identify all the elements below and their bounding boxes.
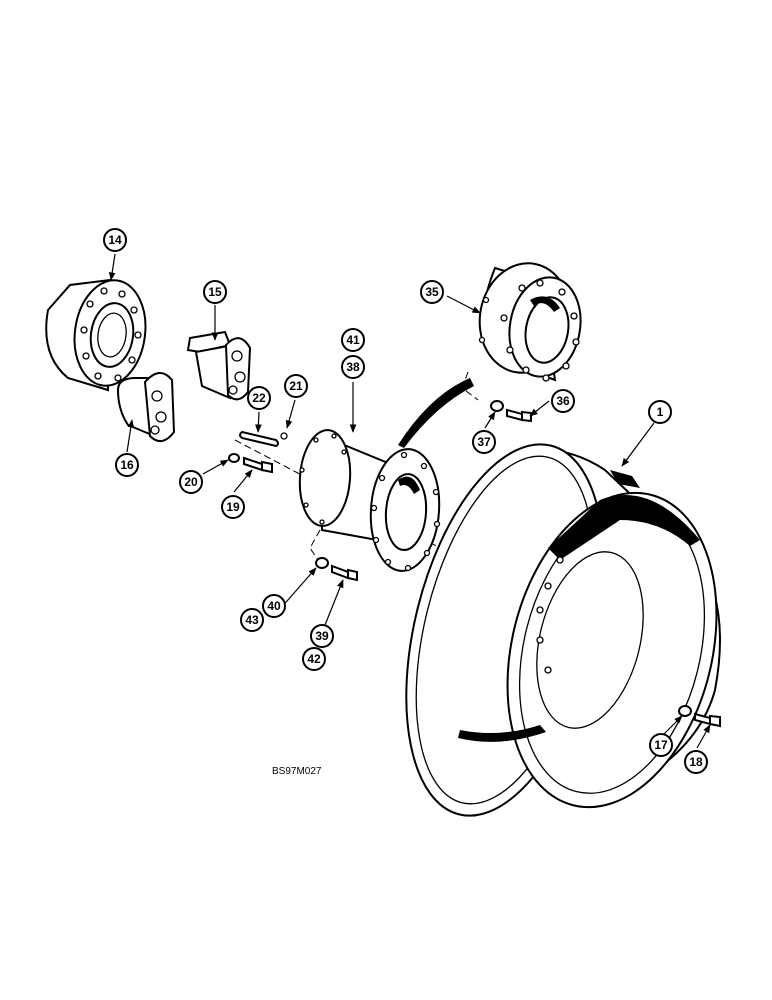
callout-20: 20 xyxy=(179,470,203,494)
svg-text:15: 15 xyxy=(208,285,222,299)
pin-part xyxy=(239,430,279,448)
leader-lines xyxy=(108,253,711,749)
svg-text:19: 19 xyxy=(226,500,240,514)
rim-bolt-holes xyxy=(536,556,564,674)
callout-22: 22 xyxy=(247,386,271,410)
bolt-18-part xyxy=(694,712,721,728)
callout-36: 36 xyxy=(551,389,575,413)
svg-text:38: 38 xyxy=(346,360,360,374)
callout-35: 35 xyxy=(420,280,444,304)
hub-bolt-holes xyxy=(80,287,142,382)
ring-bolt-holes xyxy=(478,279,580,382)
svg-text:43: 43 xyxy=(245,613,259,627)
bolt-19-part xyxy=(243,456,273,474)
callout-41: 41 xyxy=(341,328,365,352)
clip-part xyxy=(280,432,288,440)
svg-text:14: 14 xyxy=(108,233,122,247)
figure-code: BS97M027 xyxy=(272,766,322,777)
washer-20-part xyxy=(228,453,240,463)
callout-1: 1 xyxy=(648,400,672,424)
svg-text:37: 37 xyxy=(477,435,491,449)
svg-text:42: 42 xyxy=(307,652,321,666)
svg-text:36: 36 xyxy=(556,394,570,408)
washer-17-part xyxy=(678,705,692,717)
bolt-39-part xyxy=(331,564,358,582)
svg-text:18: 18 xyxy=(689,755,703,769)
spacer-bolt-holes xyxy=(299,433,441,572)
svg-text:20: 20 xyxy=(184,475,198,489)
svg-text:35: 35 xyxy=(425,285,439,299)
callout-16: 16 xyxy=(115,453,139,477)
callout-14: 14 xyxy=(103,228,127,252)
svg-text:41: 41 xyxy=(346,333,360,347)
callout-40: 40 xyxy=(262,594,286,618)
callout-42: 42 xyxy=(302,647,326,671)
adapter-part xyxy=(116,372,176,443)
svg-text:22: 22 xyxy=(252,391,266,405)
spacer-ring-part xyxy=(478,262,582,382)
svg-text:1: 1 xyxy=(657,405,664,419)
svg-text:40: 40 xyxy=(267,599,281,613)
ring-to-rim-indicator xyxy=(398,378,474,448)
svg-text:16: 16 xyxy=(120,458,134,472)
callout-38: 38 xyxy=(341,355,365,379)
callout-18: 18 xyxy=(684,750,708,774)
wheel-rim-part xyxy=(405,443,721,817)
callout-37: 37 xyxy=(472,430,496,454)
callout-39: 39 xyxy=(310,624,334,648)
callout-43: 43 xyxy=(240,608,264,632)
callout-15: 15 xyxy=(203,280,227,304)
washer-40-part xyxy=(315,557,329,569)
washer-37-part xyxy=(490,400,504,412)
mounting-bracket-part xyxy=(186,330,252,401)
callout-19: 19 xyxy=(221,495,245,519)
wheel-hub-part xyxy=(45,278,147,392)
svg-text:17: 17 xyxy=(654,738,668,752)
svg-text:21: 21 xyxy=(289,379,303,393)
spacer-part xyxy=(298,429,441,572)
bolt-36-part xyxy=(506,408,532,423)
callout-17: 17 xyxy=(649,733,673,757)
callout-21: 21 xyxy=(284,374,308,398)
svg-text:39: 39 xyxy=(315,629,329,643)
